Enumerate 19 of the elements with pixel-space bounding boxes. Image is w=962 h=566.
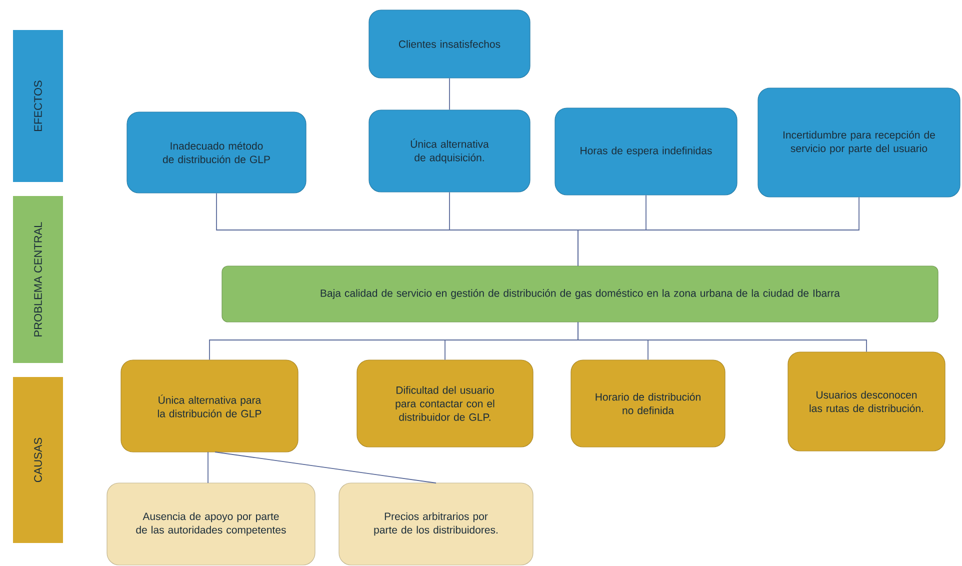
sub-cause-box: Ausencia de apoyo por parte de las autoridades competentes: [106, 482, 316, 566]
category-band: CAUSAS: [13, 377, 63, 543]
connector-line: [578, 196, 860, 266]
category-band: PROBLEMA CENTRAL: [13, 196, 63, 363]
sub-cause-box: Precios arbitrarios por parte de los distribuidores.: [338, 482, 534, 566]
connector-line: [578, 322, 867, 352]
category-band: EFECTOS: [13, 30, 63, 182]
connector-line: [449, 78, 450, 110]
effect-box: Única alternativa de adquisición.: [368, 110, 530, 192]
effect-box: Horas de espera indefinidas: [554, 108, 738, 196]
connector-line: [214, 452, 436, 484]
effect-box: Incertidumbre para recepción de servicio por parte del usuario: [758, 88, 960, 198]
effect-box: Clientes insatisfechos: [368, 10, 530, 78]
cause-box: Usuarios desconocen las rutas de distribución.: [788, 352, 946, 452]
cause-box: Única alternativa para la distribución de GLP: [120, 360, 298, 452]
cause-box: Horario de distribución no definida: [570, 360, 726, 448]
problem-box: Baja calidad de servicio en gestión de distribución de gas doméstico en la zona urbana de la ciudad de Ibarra: [222, 266, 938, 322]
effect-box: Inadecuado método de distribución de GLP: [126, 112, 306, 194]
cause-box: Dificultad del usuario para contactar con el distribuidor de GLP.: [356, 360, 534, 448]
